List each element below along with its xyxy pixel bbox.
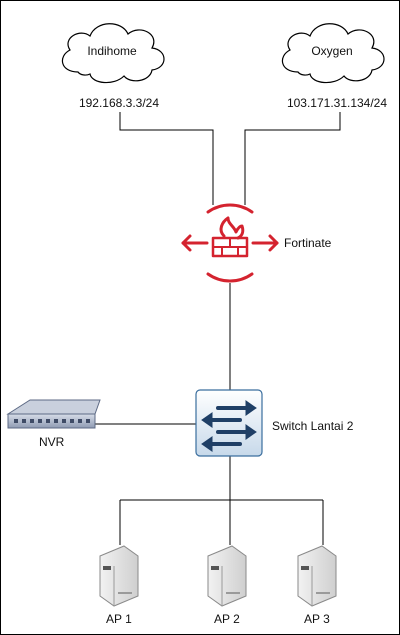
fortinate-node: Fortinate bbox=[181, 203, 332, 283]
indihome-cloud-icon bbox=[61, 23, 165, 84]
ap1-label: AP 1 bbox=[106, 612, 132, 626]
ap3-label: AP 3 bbox=[304, 612, 330, 626]
ap2-label: AP 2 bbox=[214, 612, 240, 626]
indihome-node: Indihome 192.168.3.3/24 bbox=[61, 23, 165, 110]
oxygen-ip-label: 103.171.31.134/24 bbox=[287, 96, 387, 110]
switch-label: Switch Lantai 2 bbox=[272, 419, 354, 433]
oxygen-label: Oxygen bbox=[311, 44, 352, 58]
access-point-icon bbox=[207, 545, 247, 607]
ap1-node: AP 1 bbox=[99, 545, 139, 626]
nvr-label: NVR bbox=[39, 435, 65, 449]
indihome-ip-label: 192.168.3.3/24 bbox=[79, 96, 159, 110]
indihome-label: Indihome bbox=[87, 44, 137, 58]
firewall-icon bbox=[181, 203, 279, 283]
access-point-icon bbox=[99, 545, 139, 607]
ap2-node: AP 2 bbox=[207, 545, 247, 626]
switch-node: Switch Lantai 2 bbox=[195, 389, 354, 457]
oxygen-node: Oxygen 103.171.31.134/24 bbox=[281, 23, 387, 110]
link-oxygen-fortinate bbox=[244, 112, 341, 205]
oxygen-cloud-icon bbox=[281, 23, 385, 84]
nvr-node: NVR bbox=[6, 399, 101, 449]
connectors bbox=[95, 112, 341, 545]
link-indihome-fortinate bbox=[119, 112, 214, 205]
ap3-node: AP 3 bbox=[297, 545, 337, 626]
fortinate-label: Fortinate bbox=[284, 236, 332, 250]
switch-icon bbox=[195, 389, 263, 457]
access-point-icon bbox=[297, 545, 337, 607]
nvr-icon bbox=[6, 399, 101, 429]
